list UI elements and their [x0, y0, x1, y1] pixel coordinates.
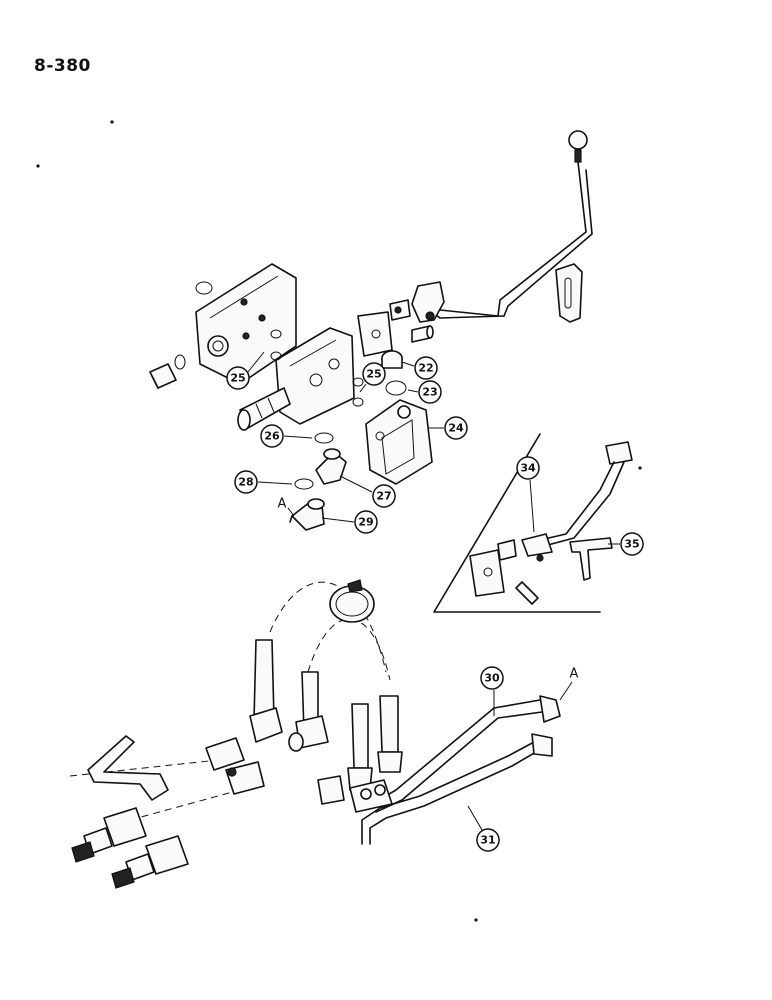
callout-24-label: 24	[448, 422, 464, 435]
valve-end-cap	[365, 399, 433, 485]
lever-bracket	[357, 299, 411, 357]
callout-24: 24	[428, 416, 468, 440]
retaining-ring	[195, 281, 213, 295]
callout-23: 23	[407, 380, 442, 404]
callout-22: 22	[401, 356, 438, 380]
callout-25-left-label: 25	[230, 372, 245, 385]
scan-specks	[36, 120, 642, 922]
alternate-lever-bracket	[469, 539, 544, 597]
callout-27: 27	[339, 475, 396, 508]
hose-left-2	[288, 671, 329, 752]
callout-31-label: 31	[480, 834, 495, 847]
callout-28-label: 28	[238, 476, 253, 489]
callout-30: 30	[480, 666, 504, 716]
callout-25-left: 25	[226, 351, 265, 390]
reference-a-lower: A	[559, 667, 579, 701]
coupler-bracket	[87, 735, 169, 801]
elbow-fitting-27	[315, 448, 347, 485]
quick-coupler-lower	[111, 835, 189, 889]
elbow-fitting-29	[289, 498, 325, 531]
callout-34: 34	[516, 456, 540, 533]
callout-29-label: 29	[358, 516, 373, 529]
callout-30-label: 30	[484, 672, 500, 685]
valve-spool	[237, 387, 291, 431]
quick-coupler-upper	[71, 807, 147, 863]
tube-fittings	[317, 775, 393, 813]
callout-25-right-label: 25	[366, 368, 381, 381]
hose-right-2	[377, 695, 403, 773]
callout-22-label: 22	[418, 362, 433, 375]
valve-fitting-left	[149, 354, 186, 389]
stop-bracket-35	[569, 537, 613, 581]
lever-guide-plate	[555, 263, 583, 323]
callout-35: 35	[608, 532, 644, 556]
page-number: 8-380	[34, 56, 91, 76]
o-rings	[270, 329, 364, 407]
alternate-lever	[521, 441, 633, 557]
callout-23-label: 23	[422, 386, 437, 399]
callout-34-label: 34	[520, 462, 536, 475]
inset-frame	[433, 433, 601, 613]
plug	[381, 350, 403, 369]
valve-end-cover	[195, 263, 297, 385]
reference-a-upper-label: A	[278, 497, 287, 512]
valve-section	[275, 327, 355, 425]
reference-a-lower-label: A	[570, 667, 579, 682]
clamp	[329, 579, 375, 623]
tube-31	[361, 733, 553, 845]
hose-right-1	[347, 703, 373, 791]
o-ring-26	[314, 432, 334, 444]
callout-26-label: 26	[264, 430, 280, 443]
callout-29: 29	[321, 510, 378, 534]
callout-31: 31	[467, 805, 500, 852]
callout-28: 28	[234, 470, 293, 494]
callout-25-right: 25	[359, 362, 386, 393]
callout-27-label: 27	[376, 490, 391, 503]
pin	[411, 325, 434, 343]
alternate-lever-pin	[515, 581, 539, 605]
o-ring-28	[294, 478, 314, 490]
reference-a-upper: A	[278, 497, 295, 517]
callout-26: 26	[260, 424, 313, 448]
control-lever	[411, 130, 593, 323]
sealing-ring	[385, 380, 407, 396]
callout-35-label: 35	[624, 538, 639, 551]
hose-left-1	[249, 639, 283, 743]
coupler-clamp-block	[205, 737, 265, 795]
